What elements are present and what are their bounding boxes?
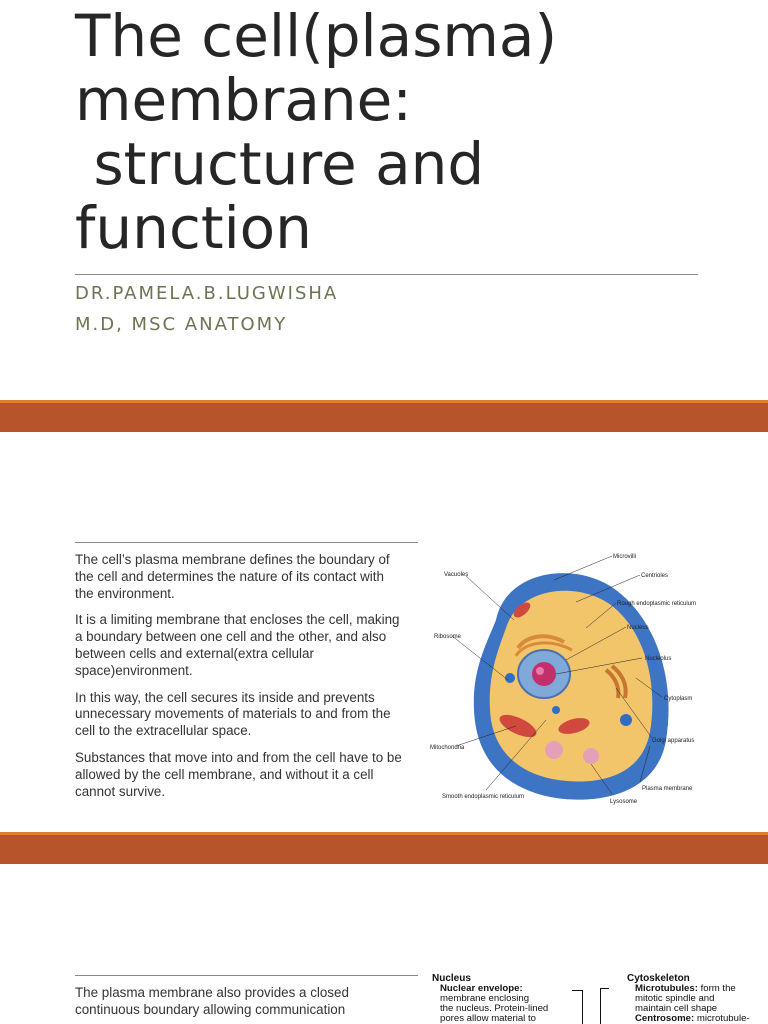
nuclear-envelope-text: membrane enclosing <box>440 993 530 1004</box>
centrosome-text: microtubule- <box>694 1013 750 1024</box>
paragraph: The plasma membrane also provides a clos… <box>75 985 349 1017</box>
label-microvilli: Microvilli <box>613 554 636 560</box>
content-divider <box>75 542 418 543</box>
label-lysosome: Lysosome <box>610 799 638 805</box>
nucleus-column: Nucleus Nuclear envelope: membrane enclo… <box>432 973 592 1024</box>
paragraph: It is a limiting membrane that encloses … <box>75 612 400 678</box>
label-ribosome: Ribosome <box>434 634 462 640</box>
label-leader-lines <box>451 555 663 795</box>
microtubules-entry: Microtubules: form the mitotic spindle a… <box>635 984 768 1024</box>
label-rough-er: Rough endoplasmic reticulum <box>617 601 696 607</box>
paragraph: In this way, the cell secures its inside… <box>75 689 391 739</box>
content-divider <box>75 975 418 976</box>
cytoskeleton-column: Cytoskeleton Microtubules: form the mito… <box>600 973 768 1024</box>
nuclear-envelope-entry: Nuclear envelope: membrane enclosing the… <box>440 984 548 1024</box>
slide-title: The cell(plasma) membrane: structure and… <box>75 2 558 262</box>
cytoskeleton-heading: Cytoskeleton <box>627 973 690 984</box>
label-cytoplasm: Cytoplasm <box>664 696 692 702</box>
label-mitochondria: Mitochondria <box>430 745 465 751</box>
title-divider <box>75 274 698 275</box>
microtubules-text: mitotic spindle and <box>635 993 715 1004</box>
centrosome-term: Centrosome: <box>635 1013 695 1024</box>
organelle-function-table: Nucleus Nuclear envelope: membrane enclo… <box>430 974 768 1024</box>
microtubules-text: maintain cell shape <box>635 1003 718 1014</box>
author-credentials: M.D, MSC ANATOMY <box>75 314 288 335</box>
content-slide-membrane-communication: The plasma membrane also provides a clos… <box>0 864 768 1024</box>
nuclear-envelope-term: Nuclear envelope: <box>440 983 523 994</box>
nuclear-envelope-text: pores allow material to <box>440 1013 536 1024</box>
nuclear-envelope-text: the nucleus. Protein-lined <box>440 1003 549 1014</box>
label-nucleus: Nucleus <box>627 625 649 631</box>
label-golgi: Golgi apparatus <box>652 738 694 744</box>
body-text: The cell’s plasma membrane defines the b… <box>75 552 405 810</box>
microtubules-term: Microtubules: <box>635 983 698 994</box>
microtubules-text: form the <box>697 983 736 994</box>
label-smooth-er: Smooth endoplasmic reticulum <box>442 794 524 800</box>
cell-illustration <box>473 573 669 800</box>
content-slide-cell-membrane: The cell’s plasma membrane defines the b… <box>0 432 768 832</box>
nucleus-heading: Nucleus <box>432 973 471 984</box>
author-name: DR.PAMELA.B.LUGWISHA <box>75 283 339 304</box>
paragraph: Substances that move into and from the c… <box>75 749 402 799</box>
label-plasma-membrane: Plasma membrane <box>642 786 693 792</box>
bracket-line <box>600 988 609 1024</box>
bracket-line <box>572 990 583 1024</box>
animal-cell-diagram: Microvilli Centrioles Vacuoles Rough end… <box>430 554 696 805</box>
paragraph: The cell’s plasma membrane defines the b… <box>75 552 390 601</box>
slide-separator-band <box>0 832 768 864</box>
slide-separator-band <box>0 400 768 432</box>
body-text: The plasma membrane also provides a clos… <box>75 985 405 1024</box>
label-vacuoles: Vacuoles <box>444 572 468 578</box>
label-nucleolus: Nucleolus <box>645 656 671 662</box>
label-centrioles: Centrioles <box>641 573 668 579</box>
title-slide: The cell(plasma) membrane: structure and… <box>0 0 768 400</box>
